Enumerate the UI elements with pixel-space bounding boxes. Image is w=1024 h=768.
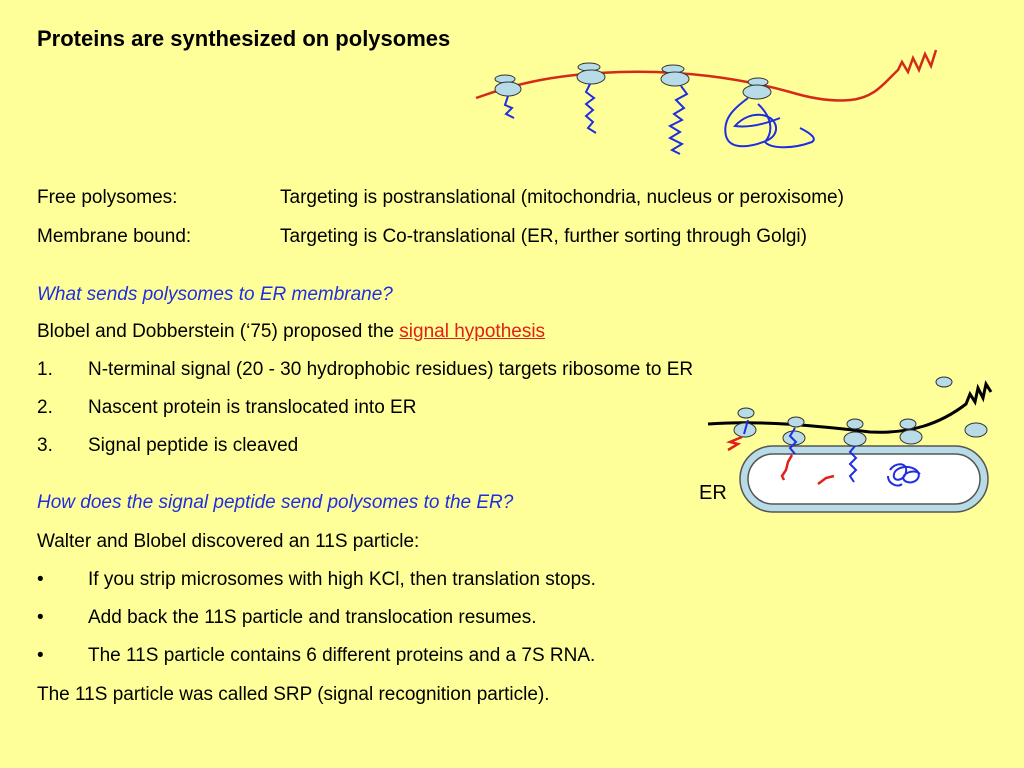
- bullet-text: If you strip microsomes with high KCl, t…: [88, 569, 596, 590]
- step-item: 1. N-terminal signal (20 - 30 hydrophobic…: [37, 358, 693, 382]
- free-polysomes-row: Free polysomes: Targeting is postranslat…: [37, 186, 844, 210]
- er-bound-polysome-diagram: [707, 376, 993, 513]
- bound-mrna-strand: [707, 380, 993, 434]
- er-lumen: [747, 453, 981, 505]
- step-text: Nascent protein is translocated into ER: [88, 397, 417, 418]
- ribosome-small-subunit: [899, 418, 917, 430]
- bullet-text: The 11S particle contains 6 different pr…: [88, 645, 596, 666]
- bullet-item: • If you strip microsomes with high KCl, …: [37, 568, 596, 592]
- step-number: 3.: [37, 435, 53, 456]
- question-er-membrane: What sends polysomes to ER membrane?: [37, 284, 393, 305]
- ribosome-large-subunit: [494, 81, 522, 97]
- ribosome-large-subunit: [843, 431, 867, 447]
- ribosome-small-subunit: [737, 407, 755, 419]
- bullet-mark: •: [37, 607, 44, 628]
- slide-title: Proteins are synthesized on polysomes: [37, 26, 451, 51]
- ribosome-large-subunit: [576, 69, 606, 85]
- step-number: 1.: [37, 359, 53, 380]
- blobel-line: Blobel and Dobberstein (‘75) proposed th…: [37, 320, 545, 344]
- bullet-mark: •: [37, 645, 44, 666]
- row-text: Targeting is Co-translational (ER, furth…: [280, 226, 807, 247]
- free-ribosome-subunit: [935, 376, 953, 388]
- ribosome-large-subunit: [899, 429, 923, 445]
- nascent-protein: [584, 83, 597, 134]
- free-ribosome-subunit: [964, 422, 988, 438]
- step-item: 2. Nascent protein is translocated into E…: [37, 396, 416, 420]
- bullet-text: Add back the 11S particle and translocat…: [88, 607, 537, 628]
- ribosome-small-subunit: [787, 416, 805, 428]
- free-polysome-diagram: [475, 49, 938, 155]
- step-number: 2.: [37, 397, 53, 418]
- er-label: ER: [699, 482, 727, 504]
- walter-line: Walter and Blobel discovered an 11S part…: [37, 531, 420, 552]
- bullet-item: • The 11S particle contains 6 different p…: [37, 644, 595, 668]
- nascent-protein: [667, 85, 689, 155]
- step-item: 3. Signal peptide is cleaved: [37, 434, 298, 458]
- blobel-text: Blobel and Dobberstein (‘75) proposed th…: [37, 321, 400, 342]
- conclusion-line: The 11S particle was called SRP (signal …: [37, 684, 550, 705]
- nascent-protein: [848, 445, 858, 483]
- row-text: Targeting is postranslational (mitochond…: [280, 187, 844, 208]
- ribosome-large-subunit: [742, 84, 772, 100]
- nascent-protein: [743, 419, 749, 435]
- bullet-mark: •: [37, 569, 44, 590]
- ribosome-large-subunit: [660, 71, 690, 87]
- cleaved-signal-peptide: [817, 474, 835, 485]
- step-text: Signal peptide is cleaved: [88, 435, 299, 456]
- row-label: Free polysomes:: [37, 187, 178, 208]
- membrane-bound-row: Membrane bound: Targeting is Co-translat…: [37, 225, 807, 249]
- signal-peptide: [726, 435, 743, 452]
- signal-hypothesis-link[interactable]: signal hypothesis: [399, 321, 546, 342]
- signal-peptide: [780, 454, 794, 481]
- ribosome-small-subunit: [846, 418, 864, 430]
- nascent-protein: [788, 427, 798, 455]
- folded-protein: [887, 463, 921, 487]
- bullet-item: • Add back the 11S particle and transloca…: [37, 606, 537, 630]
- question-signal-peptide: How does the signal peptide send polysom…: [37, 492, 514, 513]
- row-label: Membrane bound:: [37, 226, 192, 247]
- folded-protein: [724, 97, 815, 149]
- step-text: N-terminal signal (20 - 30 hydrophobic r…: [88, 359, 694, 380]
- nascent-protein: [503, 95, 515, 119]
- free-mrna-strand: [475, 49, 938, 102]
